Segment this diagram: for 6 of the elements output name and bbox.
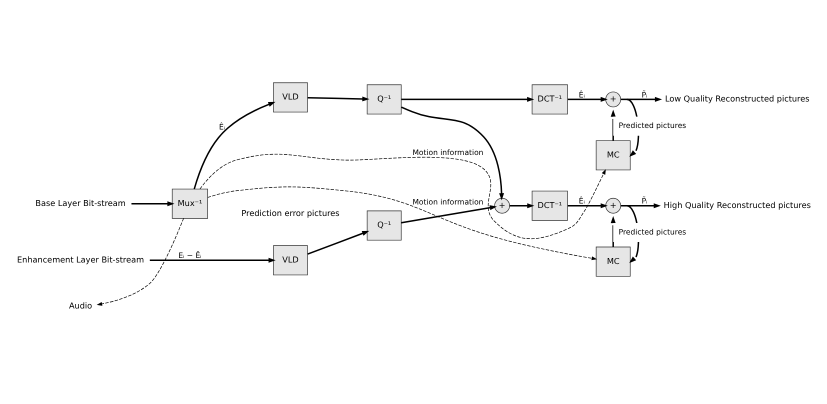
label: Prediction error pictures xyxy=(241,208,340,218)
node-text: Audio xyxy=(68,300,92,311)
node-text: Low Quality Reconstructed pictures xyxy=(664,94,810,104)
node-text: Base Layer Bit-stream xyxy=(35,198,126,208)
node-text: High Quality Reconstructed pictures xyxy=(664,200,811,210)
node-text: Enhancement Layer Bit-stream xyxy=(17,254,144,264)
